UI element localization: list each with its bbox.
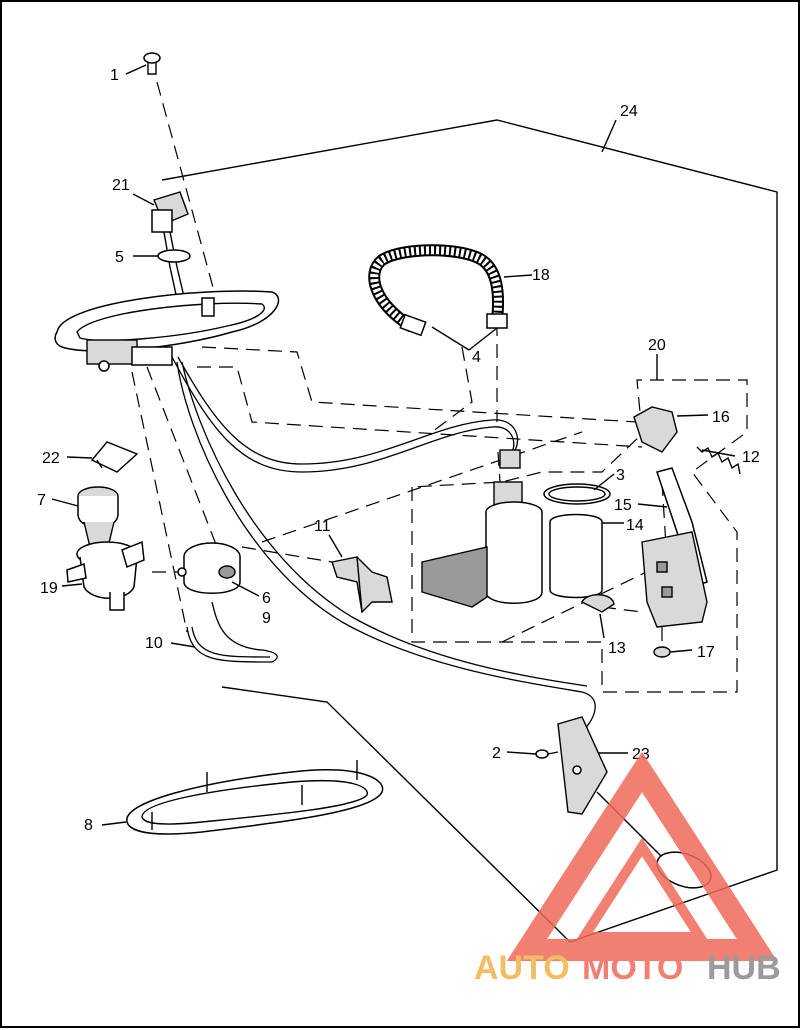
callout-3: 3 [616,467,625,484]
sleeve-14 [549,513,603,599]
callout-1: 1 [110,67,119,84]
assembly-outline-24 [161,119,778,943]
callout-4: 4 [472,349,481,366]
callout-11: 11 [314,518,331,535]
callout-17: 17 [697,644,715,661]
watermark-triangle [506,751,778,961]
callout-leaders [51,64,736,826]
watermark-text-auto: AUTO [474,949,570,987]
wire-harness [171,356,596,733]
connector-21 [151,191,191,323]
callout-13: 13 [608,640,626,657]
spring-12 [696,446,741,475]
watermark-logo: AUTO MOTO HUB [474,751,781,987]
callout-18: 18 [532,267,550,284]
callout-19: 19 [40,580,58,597]
callout-16: 16 [712,409,730,426]
clamp-3 [543,483,611,505]
callout-7: 7 [37,492,46,509]
callout-22: 22 [42,450,60,467]
level-holder-15 [641,467,708,628]
callout-12: 12 [742,449,760,466]
bracket-11 [331,556,393,614]
callout-2: 2 [492,745,501,762]
screw-2 [535,749,559,759]
callout-21: 21 [112,177,130,194]
nut-17 [653,646,671,658]
o-ring-5 [157,249,191,263]
screw-1 [143,52,218,303]
filter-housing-19 [66,540,145,611]
hose-10 [186,601,278,663]
gasket-8 [126,760,384,835]
callout-9: 9 [262,610,271,627]
callout-15: 15 [614,497,632,514]
callout-labels: 1 2 3 4 5 6 7 8 9 10 11 12 13 14 15 16 1… [37,67,760,834]
fuel-hose-18 [368,244,508,337]
watermark-text-moto: MOTO [582,949,683,987]
callout-6: 6 [262,590,271,607]
callout-5: 5 [115,249,124,266]
bracket-16 [633,406,678,453]
subassembly-box-20 [411,379,748,693]
callout-14: 14 [626,517,644,534]
callout-20: 20 [648,337,666,354]
clip-13 [581,594,615,613]
watermark-text-hub: HUB [707,949,781,987]
fuel-pump [421,449,543,608]
callout-8: 8 [84,817,93,834]
clip-22 [90,441,139,473]
callout-24: 24 [620,103,638,120]
pump-flange-plate [54,290,280,372]
pressure-regulator-7 [77,486,119,548]
callout-10: 10 [145,635,163,652]
watermark-inner-triangle [574,837,710,942]
filter-6 [177,542,241,594]
